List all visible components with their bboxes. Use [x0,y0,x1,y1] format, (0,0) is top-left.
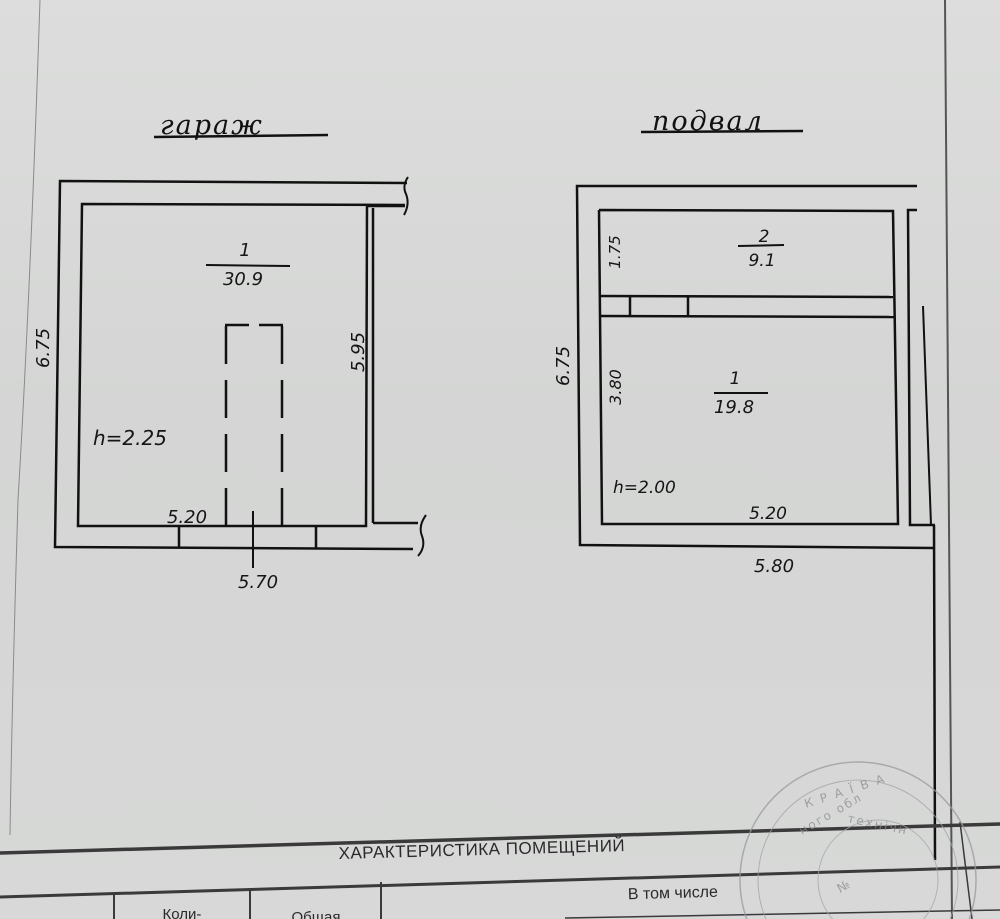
table-subheader: В том числе [628,884,719,904]
garage-dim-left-outer: 6.75 [33,328,54,368]
garage-room-1-number: 1 [239,240,250,261]
garage-dim-right-inner: 5.95 [348,332,369,372]
basement-room-2-area: 9.1 [748,251,775,271]
basement-plan: подвал 2 9.1 1 [553,106,937,861]
basement-walls [575,184,937,861]
table-grid [0,821,1000,919]
basement-dim-bottom-outer: 5.80 [754,556,794,577]
page-frame [9,0,953,919]
garage-title-underline [153,133,329,139]
table-column-quantity: Коли- [163,906,202,919]
basement-room-2-number: 2 [759,227,770,247]
garage-inspection-pit [224,325,284,526]
basement-dim-left-outer: 6.75 [553,346,574,386]
garage-room-1-area: 30.9 [223,269,263,290]
rooms-characteristics-table: ХАРАКТЕРИСТИКА ПОМЕЩЕНИЙ В том числе Кол… [0,821,1000,919]
garage-dim-bottom-inner: 5.20 [167,507,207,528]
garage-walls [53,176,427,568]
basement-room-2-fraction-line [737,244,785,247]
table-title: ХАРАКТЕРИСТИКА ПОМЕЩЕНИЙ [338,836,625,863]
garage-height-label: h=2.25 [93,426,167,450]
basement-dim-room1-height: 3.80 [606,369,625,405]
garage-plan: гараж [33,110,427,593]
basement-title-underline [640,129,804,134]
basement-dim-room2-height: 1.75 [606,235,624,268]
garage-dim-bottom-outer: 5.70 [238,572,278,593]
basement-dim-bottom-inner: 5.20 [749,504,787,524]
stamp-side-text: технічн [846,811,909,838]
official-stamp: К Р А Ї В А ного обл технічн № [739,761,977,919]
basement-room-1-area: 19.8 [714,397,754,418]
garage-room-1-fraction-line [205,264,291,267]
basement-room-1-number: 1 [730,369,741,389]
stamp-number-label: № [835,876,855,895]
basement-height-label: h=2.00 [613,478,676,498]
table-column-total: Общая [291,909,340,919]
